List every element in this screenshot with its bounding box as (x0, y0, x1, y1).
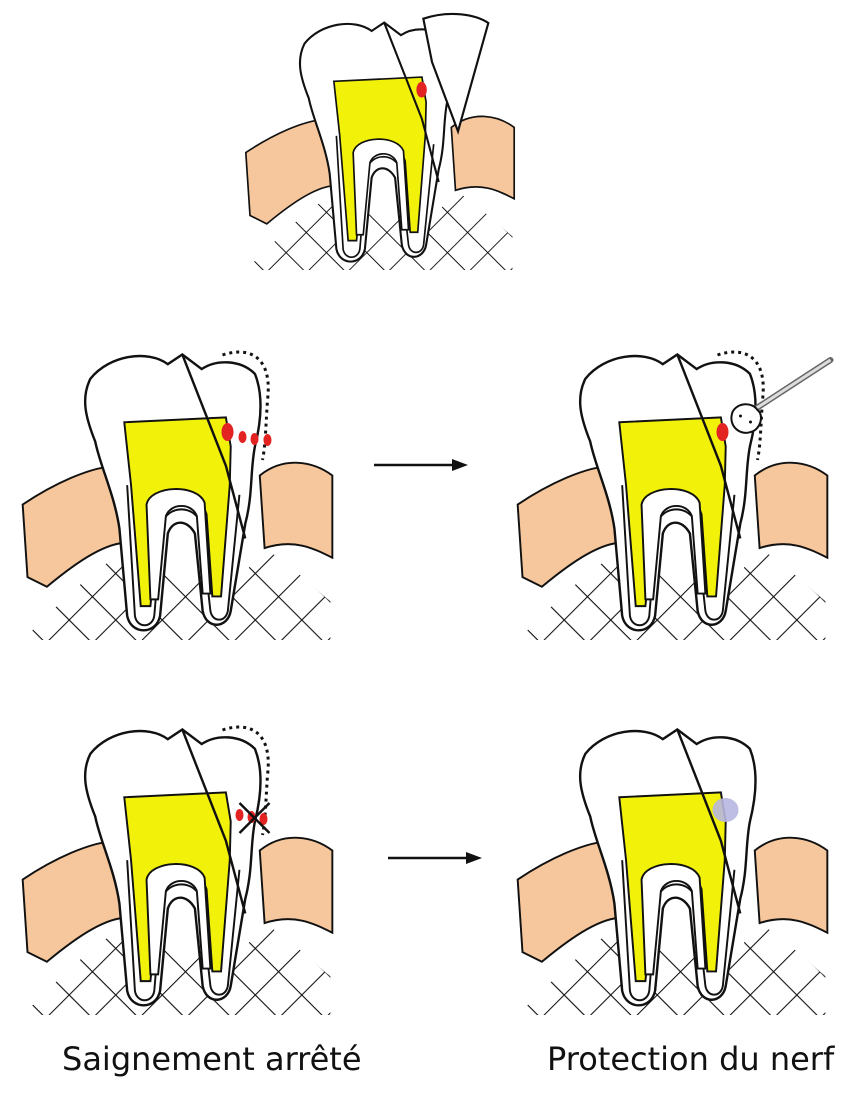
arrow-right-icon (386, 848, 486, 868)
tooth-diagram (500, 715, 845, 1015)
tooth-diagram (5, 715, 350, 1015)
caption-bleeding-stopped: Saignement arrêté (62, 1040, 362, 1078)
panel-cotton-application (500, 340, 845, 640)
blood-drop (251, 433, 259, 445)
blood-drop (239, 431, 247, 443)
panel-nerve-protection (500, 715, 845, 1015)
blood-drop (717, 423, 729, 441)
protective-material (713, 798, 739, 822)
caption-nerve-protection: Protection du nerf (547, 1040, 834, 1078)
blood-drop (222, 423, 234, 441)
blood-drop (264, 434, 272, 446)
panel-bleeding-stopped (5, 715, 350, 1015)
tooth-diagram (235, 10, 525, 270)
arrow-right-icon (372, 455, 472, 475)
blood-drop (416, 82, 426, 98)
panel-bleeding (5, 340, 350, 640)
blood-drop (236, 809, 244, 821)
tooth-diagram (5, 340, 350, 640)
cotton-pellet-icon (731, 404, 761, 433)
dental-probe-icon (751, 360, 831, 412)
panel-fracture-exposed (235, 10, 525, 270)
tooth-diagram (500, 340, 845, 640)
